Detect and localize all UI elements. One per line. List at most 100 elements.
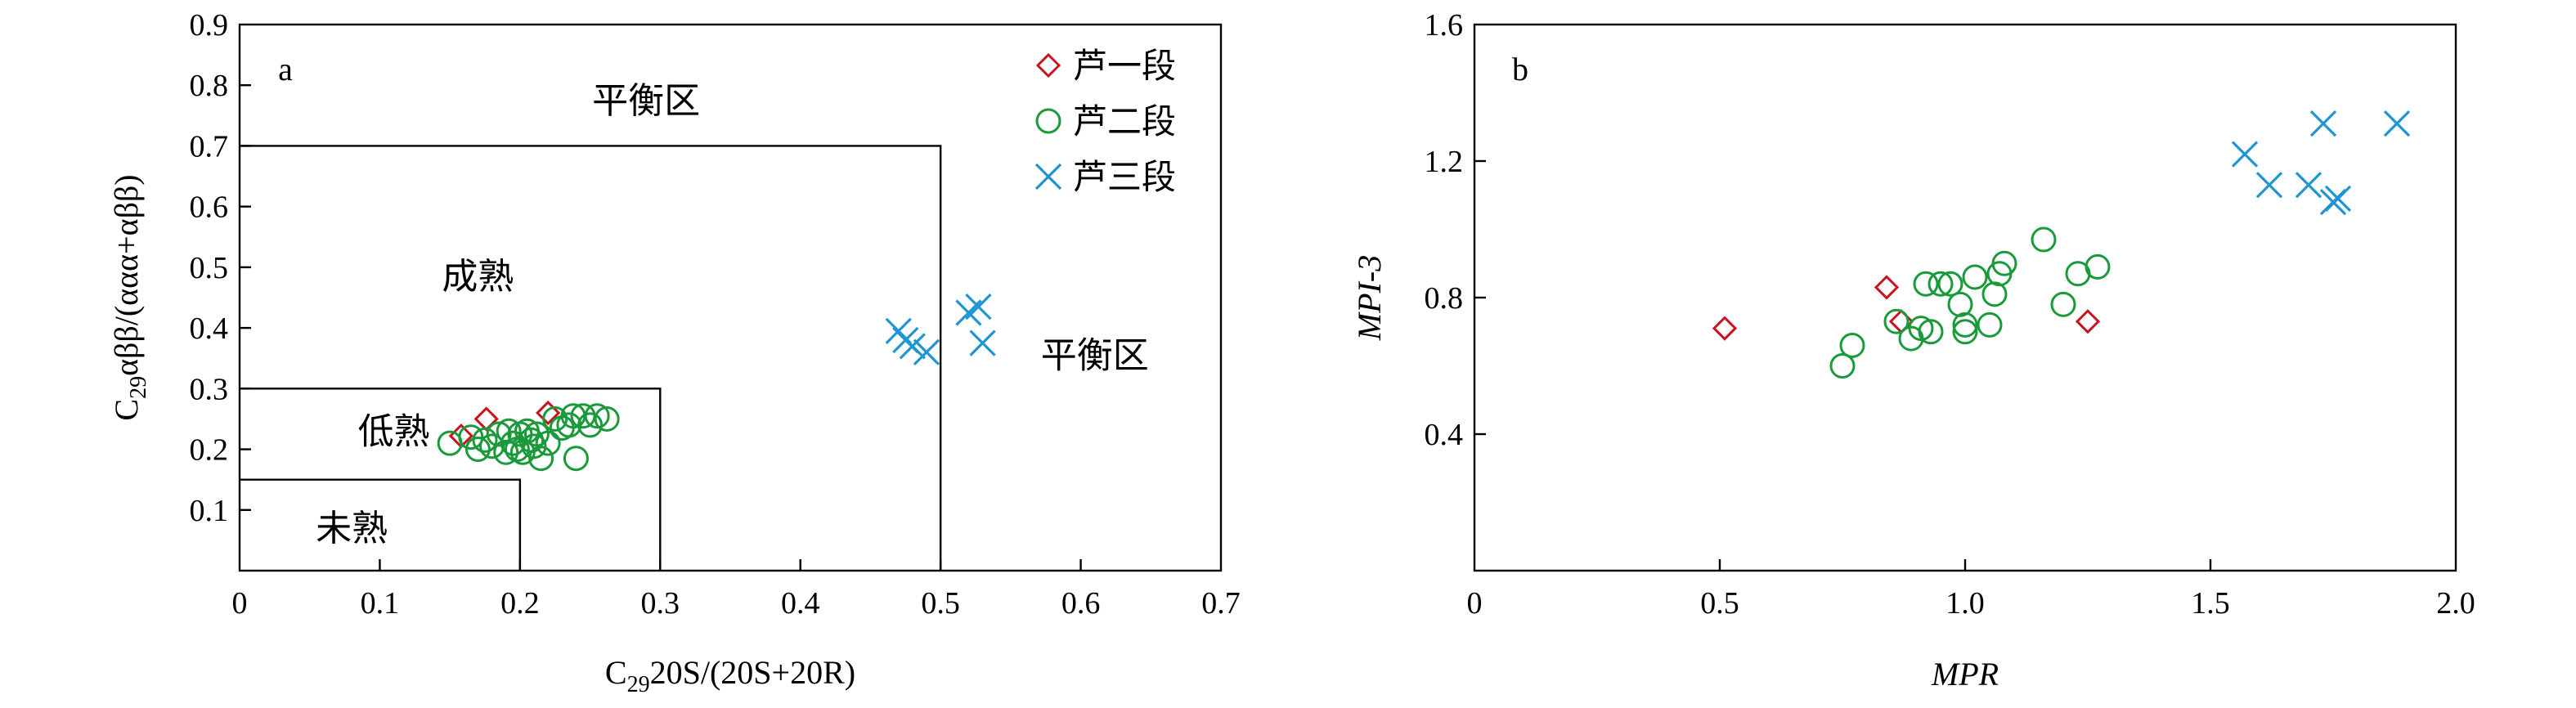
marker-circle-s1-2 [1883,308,1910,334]
marker-diamond-s0-0 [1712,316,1738,341]
y-tick-label: 1.6 [1425,8,1464,43]
marker-x-s2-6 [969,329,996,356]
marker-x-s2-5 [2324,185,2352,213]
marker-circle-s1-14 [521,433,547,459]
y-axis-title: C29αββ/(ααα+αββ) [108,174,151,420]
x-tick-label: 1.0 [1945,586,1985,621]
panel-label: a [278,51,293,87]
x-tick-label: 0.2 [500,586,540,621]
marker-circle-s1-18 [2050,291,2076,317]
y-tick-label: 0.4 [1425,418,1464,452]
marker-x-s2-3 [913,338,940,365]
marker-circle-s1-7 [1928,271,1954,297]
marker-circle-s1-14 [1981,281,2008,307]
marker-circle-s1-16 [528,446,554,472]
marker-x-s2-1 [2255,172,2283,199]
marker-diamond-s9-0 [1035,52,1061,78]
marker-diamond-s0-1 [473,406,499,432]
marker-x-s2-6 [2383,110,2411,137]
y-tick-label: 0.5 [190,251,229,285]
marker-circle-s1-6 [1918,319,1944,345]
y-tick-label: 0.3 [190,372,229,406]
marker-circle-s1-17 [535,430,561,456]
zone-label: 成熟 [442,256,514,298]
y-tick-label: 0.4 [190,311,229,346]
marker-circle-s1-24 [577,412,604,438]
marker-circle-s1-3 [472,427,498,453]
marker-circle-s1-12 [1962,264,1988,290]
marker-circle-s1-5 [1913,271,1939,297]
x-tick-label: 0.6 [1061,586,1101,621]
x-tick-label: 0.4 [781,586,820,621]
marker-circle-s1-4 [1908,316,1934,342]
plot-frame [238,23,1223,572]
x-axis-title-main: C [605,654,627,691]
marker-x-s2-5 [965,294,992,320]
zone-label: 平衡区 [592,80,700,122]
plot-frame [1473,23,2457,572]
x-tick-label: 0.3 [641,586,680,621]
marker-circle-s1-20 [2085,253,2111,280]
x-tick-label: 2.0 [2436,586,2475,621]
legend-label: 芦三段 [1073,157,1176,197]
marker-x-s2-2 [899,333,926,360]
marker-x-s2-2 [2295,172,2322,199]
marker-circle-s1-1 [1839,332,1865,358]
x-tick-label: 0 [232,586,248,621]
marker-circle-s1-17 [2031,226,2057,253]
x-axis-title-sub: 29 [627,672,650,697]
y-axis-title-rest: αββ/(ααα+αββ) [108,174,145,376]
y-axis-title: MPI-3 [1351,255,1388,341]
marker-circle-s1-26 [594,406,620,432]
series-x [885,294,996,365]
zone-label: 未熟 [316,508,388,549]
marker-circle-s1-18 [542,406,568,432]
y-tick-label: 0.1 [190,494,229,528]
x-tick-label: 0 [1467,586,1483,621]
marker-circle-s1-11 [1952,319,1978,345]
y-tick-label: 0.9 [190,8,229,43]
series-x [2231,110,2411,216]
marker-diamond-s0-2 [536,400,561,426]
panel-label: b [1512,51,1528,87]
zone-label: 平衡区 [1041,335,1149,377]
marker-circle-s1-25 [584,403,610,429]
marker-circle-s1-0 [1829,353,1856,379]
marker-circle-s1-16 [1991,250,2017,276]
zone-boundary [240,145,942,571]
legend-label: 芦二段 [1073,101,1176,141]
marker-circle-s1-8 [1937,271,1963,297]
marker-circle-s1-22 [563,446,589,472]
marker-diamond-s0-3 [2075,309,2101,334]
marker-circle-s1-6 [493,439,519,465]
series-circle [437,403,620,472]
marker-circle-s1-23 [570,403,596,429]
x-tick-label: 0.1 [361,586,400,621]
marker-circle-s1-9 [1947,291,1973,317]
zone-boundary [240,388,662,571]
legend-label: 芦一段 [1073,46,1176,86]
y-tick-label: 0.7 [190,129,229,164]
y-tick-label: 0.8 [190,69,229,103]
zone-boundary [240,478,522,571]
marker-x-s2-3 [2309,110,2337,137]
marker-circle-s1-1 [458,424,484,450]
series-circle [1829,226,2111,379]
x-tick-label: 1.5 [2191,586,2230,621]
marker-diamond-s0-1 [1874,275,1900,300]
y-axis-title-main: C [108,399,145,421]
marker-circle-s1-5 [486,421,512,447]
series-diamond [1712,275,2101,341]
x-axis-title: C2920S/(20S+20R) [605,654,855,697]
x-axis-title-rest: 20S/(20S+20R) [650,654,855,691]
marker-x-s2-0 [2231,141,2259,168]
y-tick-label: 0.6 [190,190,229,225]
marker-circle-s1-2 [464,437,491,463]
y-tick-label: 1.2 [1425,145,1464,179]
marker-circle-s9-1 [1035,108,1061,134]
marker-circle-s1-10 [1952,311,1978,338]
y-tick-label: 0.8 [1425,281,1464,316]
